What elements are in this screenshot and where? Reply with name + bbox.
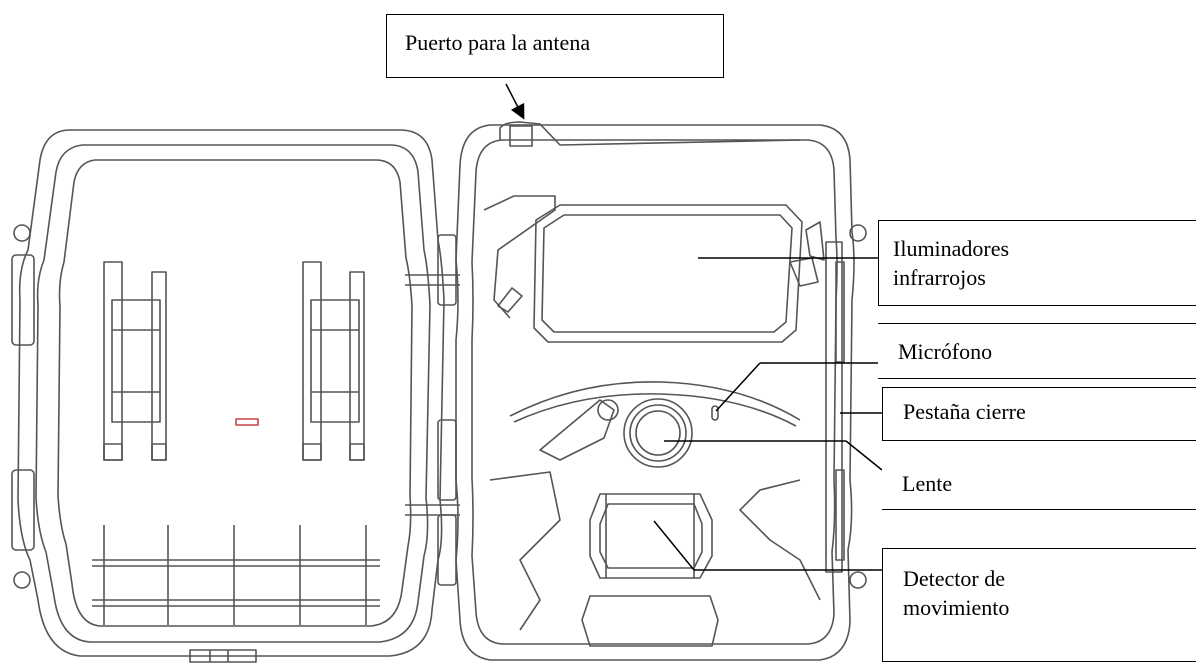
- microphone-pointer: [715, 362, 761, 412]
- label-antenna-port-text: Puerto para la antena: [405, 30, 591, 55]
- motion-sensor-illustration: [589, 493, 713, 579]
- label-microphone-text: Micrófono: [898, 339, 993, 364]
- label-antenna-port: Puerto para la antena: [386, 14, 724, 78]
- label-ir-line2: infrarrojos: [893, 264, 986, 290]
- ir-window: [533, 204, 803, 343]
- label-ir-line1: Iluminadores: [893, 236, 1010, 261]
- battery-tray-right: [302, 261, 365, 461]
- label-lock-tab-text: Pestaña cierre: [903, 399, 1026, 424]
- label-motion-detector: Detector de movimiento: [882, 548, 1196, 662]
- label-lock-tab: Pestaña cierre: [882, 387, 1196, 441]
- door-grid: [92, 525, 380, 625]
- motion-pointer: [653, 520, 695, 571]
- camera-body-illustration: [455, 121, 867, 661]
- label-motion-line1: Detector de: [903, 566, 1005, 591]
- lens-illustration: [623, 398, 693, 468]
- battery-tray-left: [103, 261, 167, 461]
- label-lens-text: Lente: [902, 471, 953, 496]
- label-lens: Lente: [882, 452, 1196, 510]
- back-door-illustration: [11, 129, 457, 663]
- label-microphone: Micrófono: [878, 323, 1196, 379]
- lens-pointer-2: [845, 440, 883, 471]
- label-motion-line2: movimiento: [903, 594, 1010, 620]
- label-ir-illuminators: Iluminadores infrarrojos: [878, 220, 1196, 306]
- antenna-pointer: [505, 83, 525, 120]
